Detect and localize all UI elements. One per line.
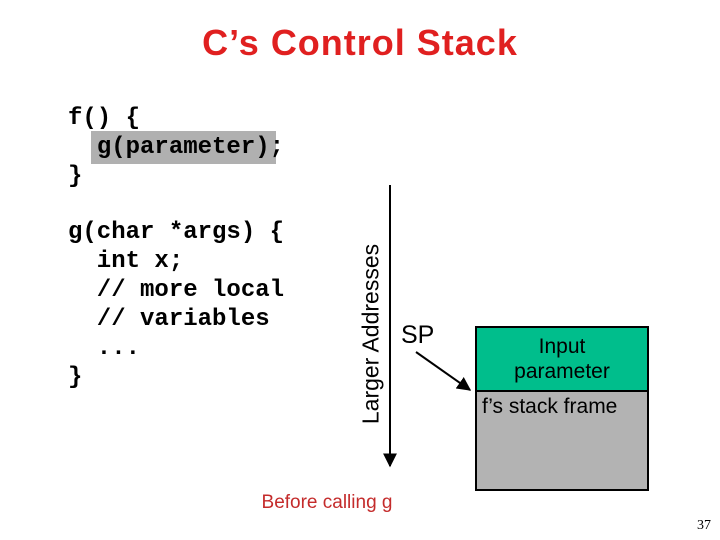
figure-caption: Before calling g — [261, 492, 393, 513]
code-block-g: g(char *args) { int x; // more local // … — [68, 218, 284, 392]
code-line: } — [68, 364, 83, 391]
code-line: // more local — [68, 277, 285, 304]
larger-addresses-label: Larger Addresses — [357, 243, 384, 425]
code-suffix: ; — [269, 134, 285, 161]
input-parameter-label: Input parameter — [514, 335, 610, 383]
slide-title: C’s Control Stack — [202, 22, 518, 63]
stack-cell-input-parameter: Input parameter — [477, 328, 647, 392]
stack-cell-f-stack-frame: f’s stack frame — [477, 392, 647, 489]
highlighted-call: g(parameter) — [90, 131, 276, 164]
sp-label: SP — [401, 321, 435, 349]
stack-diagram: Input parameter f’s stack frame — [475, 326, 649, 491]
code-line: int x; — [68, 248, 184, 275]
code-line: g(char *args) { — [68, 219, 285, 246]
page-number: 37 — [697, 518, 711, 533]
code-line: f() { — [68, 105, 141, 132]
code-line: ... — [68, 335, 141, 362]
sp-pointer-arrow-icon — [415, 351, 472, 391]
code-block-f: f() { g(parameter);} — [68, 104, 284, 191]
code-line: } — [68, 163, 83, 190]
code-line-highlighted: g(parameter); — [68, 131, 285, 164]
code-line: // variables — [68, 306, 270, 333]
